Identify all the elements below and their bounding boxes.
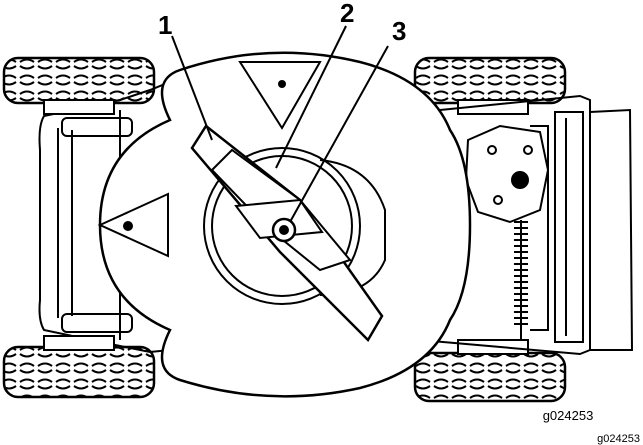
leader-lines <box>171 25 389 223</box>
figure-code: g024253 <box>543 408 594 423</box>
leader-line-2 <box>275 25 347 169</box>
leader-line-3 <box>289 45 389 223</box>
deck-vent-left <box>97 192 169 258</box>
callout-3: 3 <box>392 16 406 46</box>
wheel-rear-left <box>2 335 156 399</box>
spring <box>514 220 528 340</box>
figure-code-corner: g024253 <box>597 433 640 445</box>
wheel-front-left <box>2 56 156 115</box>
callout-1: 1 <box>158 10 172 40</box>
callout-2: 2 <box>340 0 354 28</box>
rear-housing <box>419 94 634 356</box>
wheel-rear-right <box>413 339 567 403</box>
transmission <box>464 124 550 224</box>
wheel-front-right <box>413 56 567 115</box>
deck-vent-top <box>238 61 322 130</box>
leader-line-1 <box>171 35 213 141</box>
blade-bolt <box>271 217 297 243</box>
